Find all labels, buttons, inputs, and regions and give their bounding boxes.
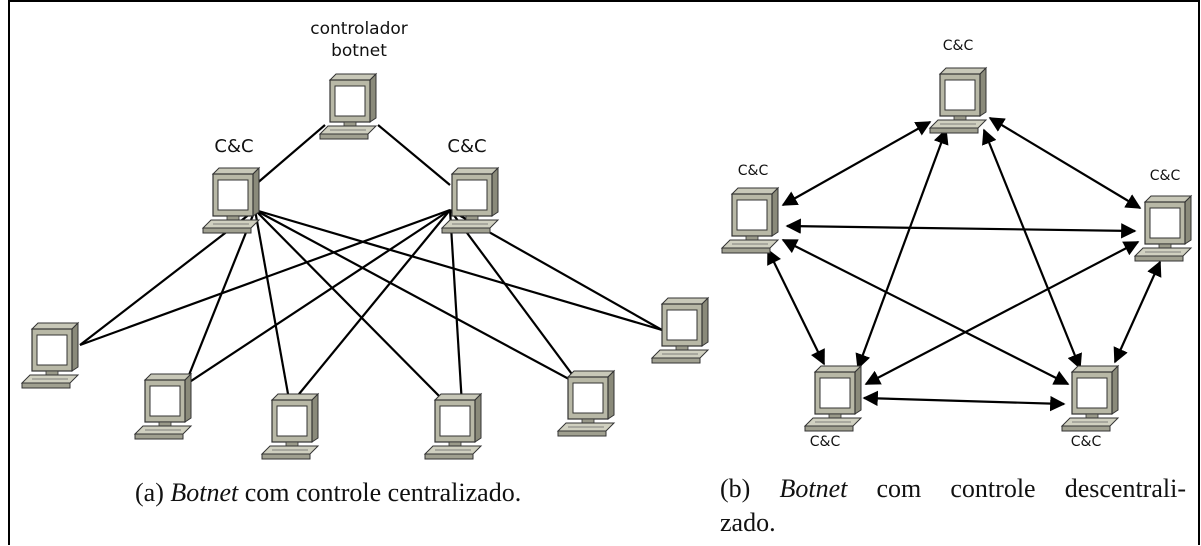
controller-label-line1: controlador — [310, 19, 408, 39]
cc-label-top: C&C — [943, 38, 974, 54]
bot-computer-icon — [21, 322, 79, 389]
cc-peer-bottom-left-computer-icon — [804, 365, 862, 432]
controller-label-line2: botnet — [331, 41, 387, 61]
botnet-controller-computer-icon — [319, 73, 377, 140]
cc-label-left: C&C — [738, 163, 769, 179]
caption-centralized: (a) Botnet com controle centralizado. — [135, 476, 521, 510]
centralized-links — [79, 124, 663, 406]
cc-server-right-computer-icon — [441, 167, 499, 234]
cc-label-right: C&C — [1150, 168, 1181, 184]
bot-computer-icon — [134, 373, 192, 440]
cc-label-bottom-right: C&C — [1071, 434, 1102, 450]
caption-b-emph: Botnet — [779, 474, 848, 503]
cc-label-left: C&C — [214, 136, 253, 157]
cc-peer-left-computer-icon — [721, 187, 779, 254]
caption-decentralized: (b) Botnet com controle descentrali- zad… — [720, 472, 1186, 540]
bot-computer-icon — [261, 393, 319, 460]
cc-label-right: C&C — [447, 136, 486, 157]
centralized-diagram: controlador botnet C&C C&C — [21, 19, 709, 460]
cc-peer-right-computer-icon — [1134, 195, 1192, 262]
figure-frame — [8, 0, 1200, 545]
bot-computer-icon — [424, 393, 482, 460]
caption-a-emph: Botnet — [170, 478, 239, 507]
caption-b-word4: descentrali- — [1064, 474, 1186, 503]
caption-a-prefix: (a) — [135, 478, 164, 507]
decentralized-diagram: C&C C&C C&C C&C C&C — [721, 38, 1192, 450]
caption-b-line2: zado. — [720, 508, 776, 537]
cc-server-left-computer-icon — [202, 167, 260, 234]
caption-b-prefix: (b) — [720, 474, 751, 503]
caption-b-word3: controle — [950, 474, 1036, 503]
decentralized-links — [767, 117, 1162, 412]
caption-a-rest: com controle centralizado. — [244, 478, 522, 507]
cc-label-bottom-left: C&C — [810, 434, 841, 450]
cc-peer-top-computer-icon — [929, 67, 987, 134]
cc-peer-bottom-right-computer-icon — [1061, 365, 1119, 432]
bot-computer-icon — [557, 370, 615, 437]
caption-b-word2: com — [876, 474, 922, 503]
